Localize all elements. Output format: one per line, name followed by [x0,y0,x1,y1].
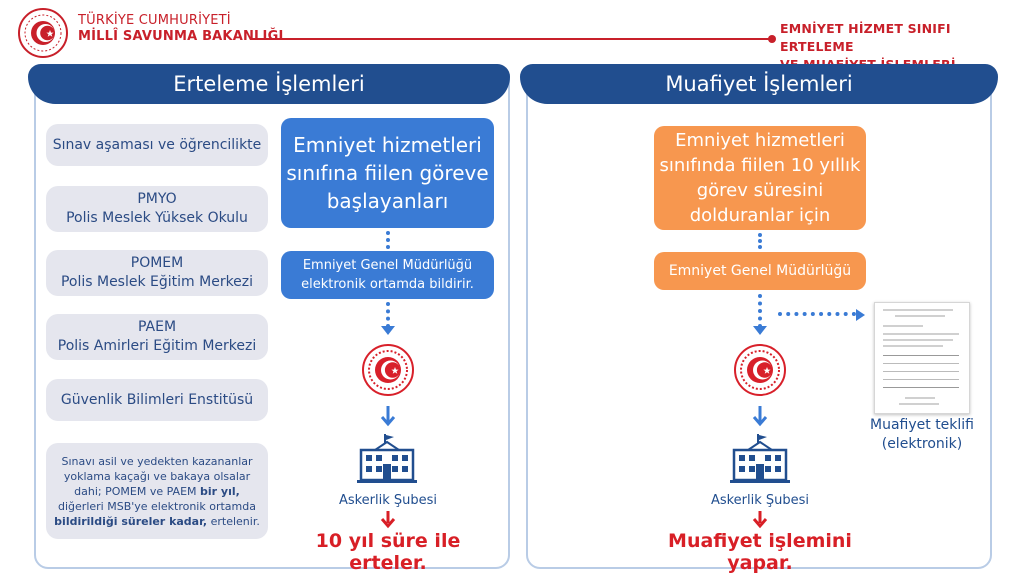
pill-sinav-label: Sınav aşaması ve öğrencilikte [52,136,262,153]
muafiyet-result: Muafiyet işlemini yapar. [668,530,852,574]
erteleme-heading: Erteleme İşlemleri [28,64,510,104]
pill-paem-name: Polis Amirleri Eğitim Merkezi [57,338,257,354]
pill-pmyo-name: Polis Meslek Yüksek Okulu [66,210,248,226]
document-caption-line1: Muafiyet teklifi [870,417,974,433]
pill-pomem: POMEM Polis Meslek Eğitim Merkezi [46,250,268,296]
askerlik-subesi-label: Askerlik Şubesi [710,493,810,508]
note-text-1: Sınavı asil ve yedekten kazananlar yokla… [61,454,253,498]
pill-pomem-abbr: POMEM [130,255,184,271]
pill-pmyo-abbr: PMYO [137,191,177,207]
ministry-line2: MİLLÎ SAVUNMA BAKANLIĞI [78,29,284,44]
pill-paem: PAEM Polis Amirleri Eğitim Merkezi [46,314,268,360]
askerlik-subesi-label: Askerlik Şubesi [338,493,438,508]
down-arrow-icon [380,406,396,427]
muafiyet-condition-line2: sınıfında fiilen 10 yıllık [659,155,861,176]
pill-pomem-name: Polis Meslek Eğitim Merkezi [60,274,254,290]
note-bold-2: bildirildiği süreler kadar, [54,514,208,528]
page-title-line1: EMNİYET HİZMET SINIFI ERTELEME [780,21,951,54]
muafiyet-heading: Muafiyet İşlemleri [520,64,998,104]
header-divider [250,35,776,43]
down-arrow-icon [381,326,395,335]
connector-dash [758,233,762,249]
ministry-seal-icon [362,344,414,396]
school-building-icon [357,434,417,483]
egm-notify-line2: elektronik ortamda bildirir. [301,277,474,292]
erteleme-condition-box: Emniyet hizmetleri sınıfına fiilen görev… [281,118,494,228]
down-arrow-icon [752,406,768,427]
pill-gbe: Güvenlik Bilimleri Enstitüsü [46,379,268,421]
school-building-icon [730,434,790,483]
connector-dash [778,312,856,316]
erteleme-condition-line1: Emniyet hizmetleri [293,133,482,157]
postpone-note: Sınavı asil ve yedekten kazananlar yokla… [46,443,268,539]
down-arrow-icon [752,511,768,529]
postpone-note-text: Sınavı asil ve yedekten kazananlar yokla… [52,454,262,529]
right-arrow-icon [856,309,865,321]
connector-dash [386,302,390,328]
document-caption-line2: (elektronik) [881,436,963,452]
pill-gbe-label: Güvenlik Bilimleri Enstitüsü [60,391,254,408]
down-arrow-icon [753,326,767,335]
note-text-3: ertelenir. [207,514,260,528]
erteleme-result: 10 yıl süre ile erteler. [315,530,461,574]
connector-dash [386,231,390,249]
note-text-2: diğerleri MSB'ye elektronik ortamda [58,499,256,513]
pill-sinav: Sınav aşaması ve öğrencilikte [46,124,268,166]
muafiyet-condition-line1: Emniyet hizmetleri [675,130,845,151]
document-icon [874,302,970,414]
ministry-seal-icon [734,344,786,396]
document-caption: Muafiyet teklifi (elektronik) [862,416,982,454]
muafiyet-condition-line3: görev süresini [696,180,824,201]
note-bold-1: bir yıl, [200,484,240,498]
pill-pmyo: PMYO Polis Meslek Yüksek Okulu [46,186,268,232]
header-bar [0,0,1024,64]
ministry-line1: TÜRKİYE CUMHURİYETİ [78,13,231,28]
muafiyet-condition-line4: dolduranlar için [689,205,831,226]
ministry-name: TÜRKİYE CUMHURİYETİ MİLLÎ SAVUNMA BAKANL… [78,13,283,45]
down-arrow-icon [380,511,396,529]
erteleme-condition-line3: başlayanları [326,189,449,213]
pill-paem-abbr: PAEM [137,319,177,335]
muafiyet-condition-box: Emniyet hizmetleri sınıfında fiilen 10 y… [654,126,866,230]
ministry-seal-icon [18,8,68,58]
erteleme-condition-line2: sınıfına fiilen göreve [286,161,489,185]
egm-notify-box: Emniyet Genel Müdürlüğü elektronik ortam… [281,251,494,299]
egm-box: Emniyet Genel Müdürlüğü [654,252,866,290]
connector-dash [758,294,762,328]
egm-notify-line1: Emniyet Genel Müdürlüğü [302,258,473,273]
